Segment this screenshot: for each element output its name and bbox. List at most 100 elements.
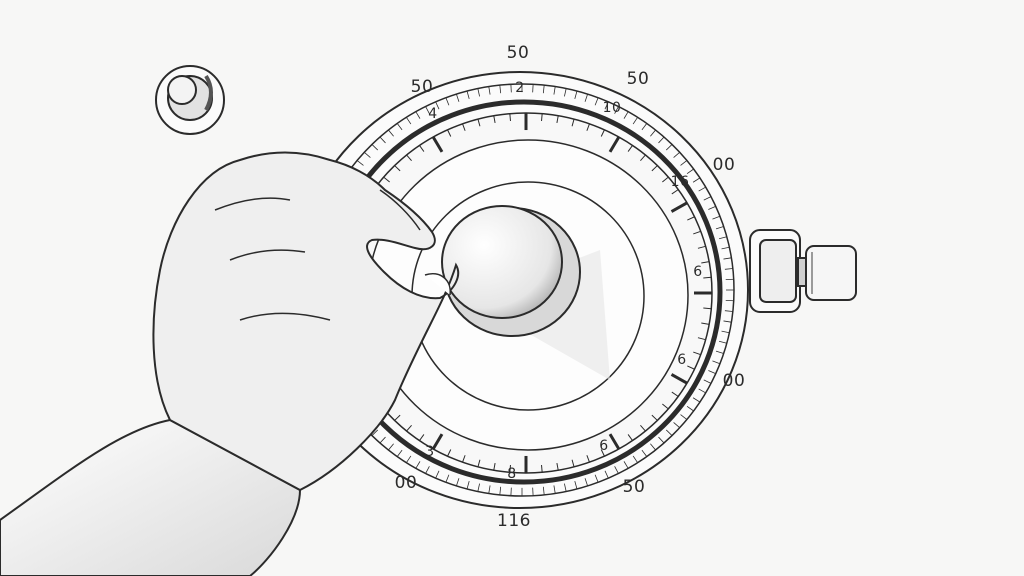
outer-tick <box>371 429 379 436</box>
inner-3: 3 <box>425 444 434 460</box>
dial-tick <box>493 462 496 471</box>
dial-tick <box>556 115 559 124</box>
outer-tick <box>477 88 480 97</box>
outer-tick <box>371 144 379 151</box>
outer-tick <box>623 111 629 119</box>
outer-tick <box>388 443 394 451</box>
dial-tick <box>431 135 444 153</box>
outer-tick <box>364 152 371 158</box>
dial-tick <box>571 118 575 127</box>
outer-tick <box>724 268 733 270</box>
dial-tick <box>651 414 658 421</box>
dial-tick <box>693 230 701 235</box>
dial-tick <box>509 113 511 122</box>
dial-tick <box>394 165 401 172</box>
outer-tick <box>614 466 619 474</box>
dial-tick <box>541 464 543 473</box>
inner-2: 2 <box>515 80 524 96</box>
dial-tick <box>701 322 710 325</box>
label-top-left: 50 <box>411 77 434 97</box>
dial-tick <box>406 424 412 432</box>
dial-tick <box>477 459 481 468</box>
outer-tick <box>673 422 680 428</box>
dial-tick <box>608 433 621 451</box>
inner-numbers: 2 4 10 16 6 6 8 6 3 <box>425 80 702 482</box>
outer-tick <box>692 397 701 403</box>
outer-tick <box>564 88 567 97</box>
dial-tick <box>703 276 712 279</box>
outer-tick <box>574 91 578 99</box>
dial-tick <box>608 135 621 153</box>
dial-tick <box>640 424 646 432</box>
outer-tick <box>415 111 421 119</box>
outer-tick <box>673 152 680 158</box>
dial-tick <box>693 351 701 356</box>
small-knob-icon <box>155 65 225 135</box>
outer-tick <box>665 429 673 436</box>
outer-tick <box>397 449 403 457</box>
outer-tick <box>425 106 430 114</box>
outer-tick <box>712 360 721 365</box>
inner-16: 16 <box>671 174 690 190</box>
outer-tick <box>397 123 403 131</box>
outer-tick <box>477 483 480 492</box>
dial-tick <box>461 123 466 131</box>
dial-tick <box>394 414 401 421</box>
inner-10: 10 <box>603 100 622 116</box>
connector-icon <box>749 229 857 313</box>
outer-tick <box>499 85 502 94</box>
outer-tick <box>650 129 656 137</box>
outer-tick <box>686 405 694 412</box>
outer-tick <box>698 388 706 394</box>
outer-tick <box>623 461 629 469</box>
outer-tick <box>703 379 712 384</box>
outer-tick <box>499 486 502 495</box>
dial-tick <box>509 464 511 473</box>
outer-tick <box>488 86 491 95</box>
outer-tick <box>715 226 724 230</box>
dial-tick <box>600 449 606 457</box>
outer-tick <box>542 85 545 94</box>
center-knob[interactable] <box>441 205 610 380</box>
dial[interactable] <box>291 71 749 509</box>
outer-tick <box>715 350 724 354</box>
dial-tick <box>703 307 712 310</box>
outer-tick <box>604 470 609 479</box>
outer-tick <box>723 320 732 323</box>
dial-tick <box>418 144 425 152</box>
label-right-lower: 00 <box>723 371 746 391</box>
outer-tick <box>703 196 712 201</box>
outer-tick <box>686 168 694 175</box>
outer-tick <box>594 474 599 483</box>
outer-tick <box>692 177 701 183</box>
dial-tick <box>687 365 695 370</box>
dial-tick <box>670 201 688 213</box>
outer-tick <box>574 481 578 489</box>
dial-tick <box>586 455 591 463</box>
inner-4: 4 <box>428 106 437 122</box>
inner-6b: 6 <box>677 352 686 368</box>
dial-tick <box>687 216 695 221</box>
outer-tick <box>698 186 706 192</box>
dial-labels: 50 50 50 00 00 116 00 50 <box>395 43 746 531</box>
outer-tick <box>708 370 716 375</box>
dial-tick <box>671 391 679 397</box>
outer-tick <box>658 436 665 444</box>
dial-tick <box>662 403 669 410</box>
outer-tick <box>724 310 733 312</box>
dial-tick <box>493 115 496 124</box>
dial-tick <box>670 373 688 385</box>
outer-tick <box>680 414 688 420</box>
outer-tick <box>721 246 730 250</box>
inner-6c: 6 <box>599 438 608 454</box>
outer-tick <box>658 136 665 144</box>
dial-tick <box>586 123 591 131</box>
outer-tick <box>466 481 470 489</box>
dial-tick <box>418 434 425 442</box>
outer-tick <box>379 136 386 144</box>
outer-tick <box>712 215 721 220</box>
dial-tick <box>406 154 412 162</box>
dial-tick <box>383 176 390 183</box>
hand <box>0 151 460 576</box>
